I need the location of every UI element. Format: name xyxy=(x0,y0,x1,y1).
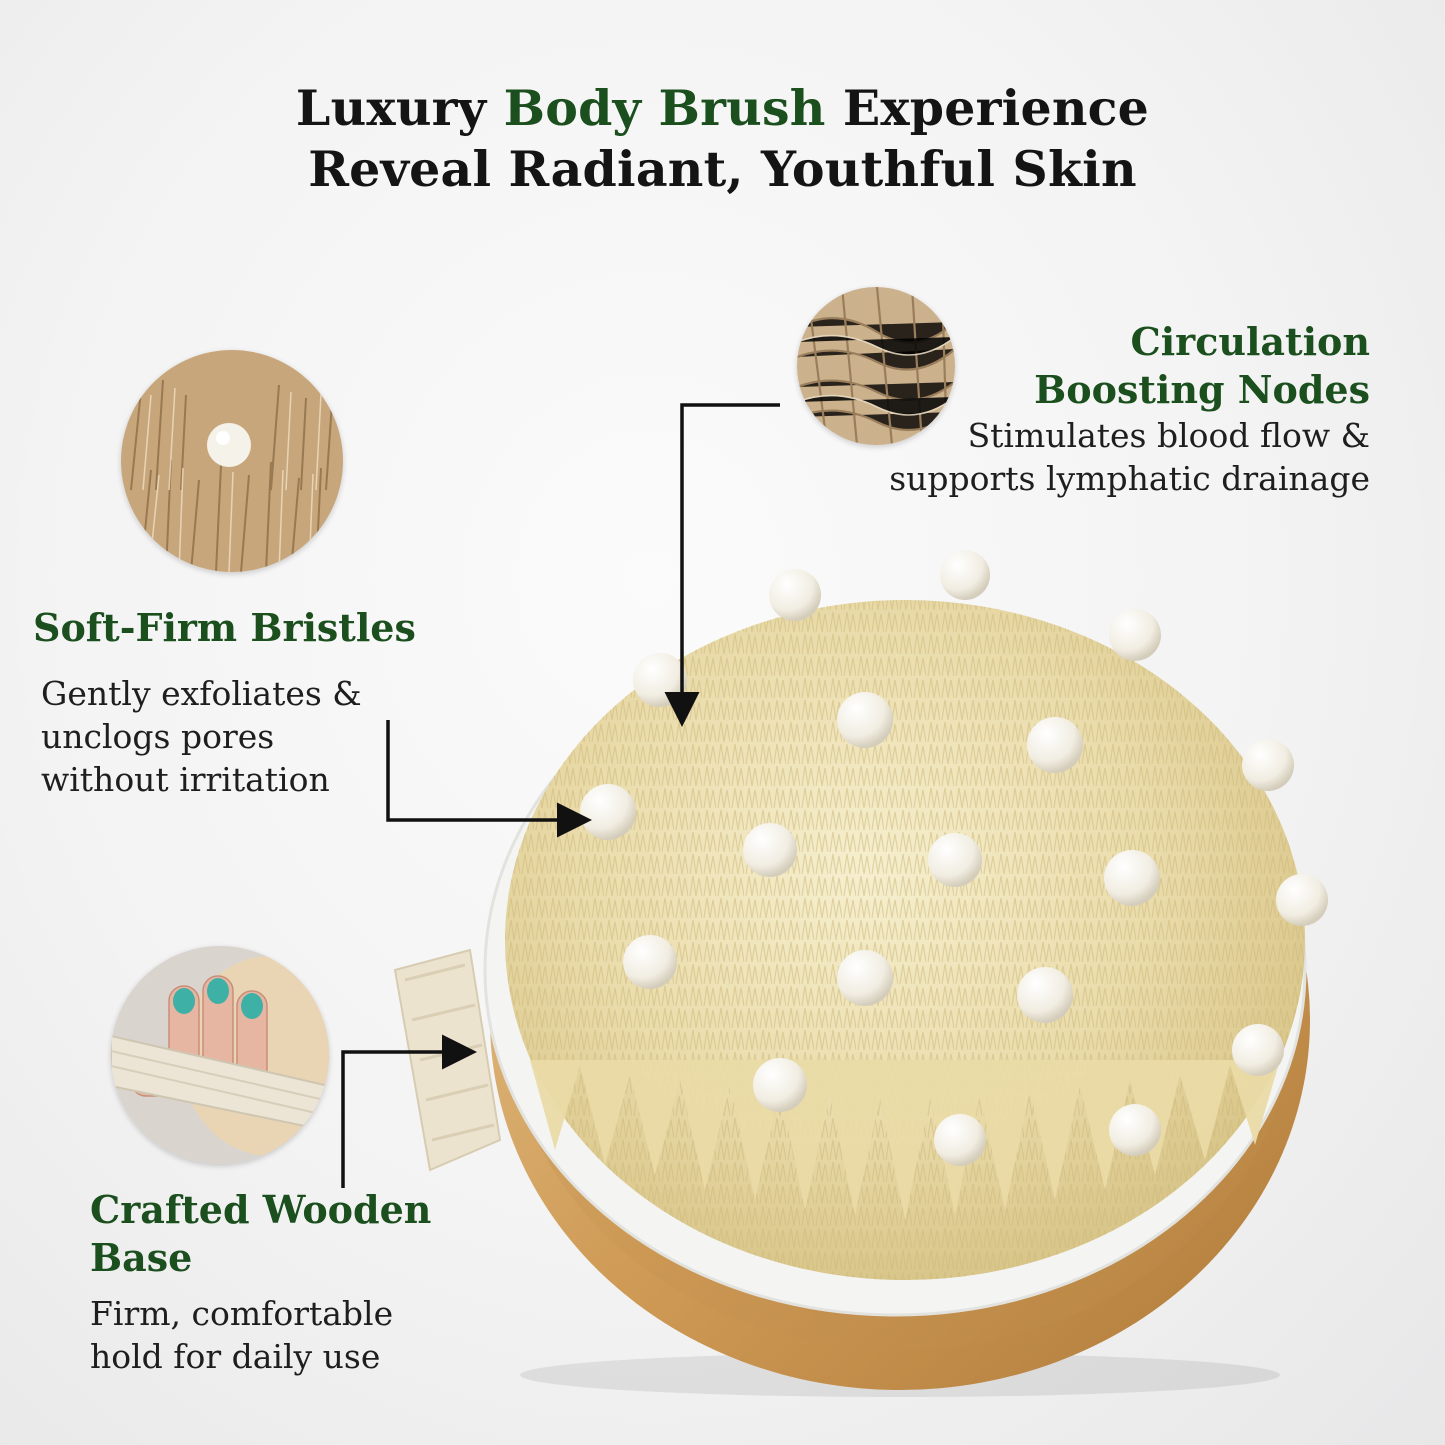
headline-line-2: Reveal Radiant, Youthful Skin xyxy=(308,140,1137,198)
base-title: Crafted Wooden Base xyxy=(90,1187,432,1280)
circulation-title: Circulation Boosting Nodes xyxy=(1034,319,1370,412)
headline-accent: Body Brush xyxy=(503,79,826,137)
headline-line-1: Luxury Body Brush Experience xyxy=(0,78,1445,139)
headline-text: Experience xyxy=(825,79,1150,137)
brush-image xyxy=(393,550,1328,1397)
base-feature: Crafted Wooden Base Firm, comfortable ho… xyxy=(90,1186,510,1378)
circulation-description: Stimulates blood flow & supports lymphat… xyxy=(889,416,1370,498)
base-description: Firm, comfortable hold for daily use xyxy=(90,1294,394,1376)
circulation-feature: Circulation Boosting Nodes Stimulates bl… xyxy=(880,318,1370,500)
strap-hand-icon xyxy=(111,946,329,1164)
bristle-closeup-icon xyxy=(121,350,343,572)
node-closeup-icon xyxy=(797,287,955,445)
headline: Luxury Body Brush Experience Reveal Radi… xyxy=(0,78,1445,200)
bristles-description: Gently exfoliates & unclogs pores withou… xyxy=(41,674,362,799)
brush-illustration xyxy=(380,500,1380,1404)
headline-text: Luxury xyxy=(295,79,504,137)
bristles-feature: Soft-Firm Bristles Gently exfoliates & u… xyxy=(33,604,463,801)
bristles-title: Soft-Firm Bristles xyxy=(33,605,416,650)
massage-nodes xyxy=(580,550,1328,1166)
